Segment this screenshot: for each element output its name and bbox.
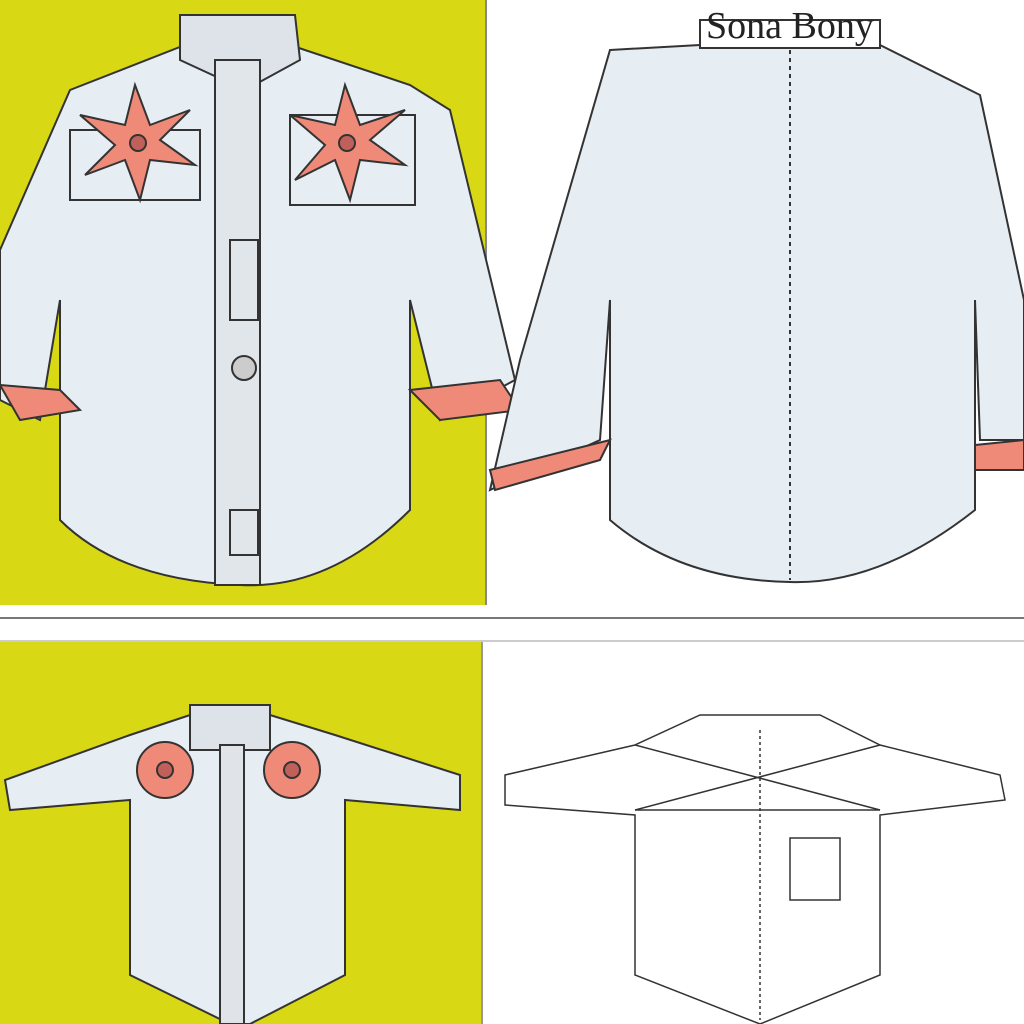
shirt-brand-label: Sona Bony [706, 5, 874, 47]
back-flat-shirt-outline [504, 714, 1006, 1024]
front-shirt-illustration [0, 14, 522, 587]
back-shirt-illustration [488, 19, 1024, 584]
front-flat-shirt-illustration [3, 704, 461, 1024]
